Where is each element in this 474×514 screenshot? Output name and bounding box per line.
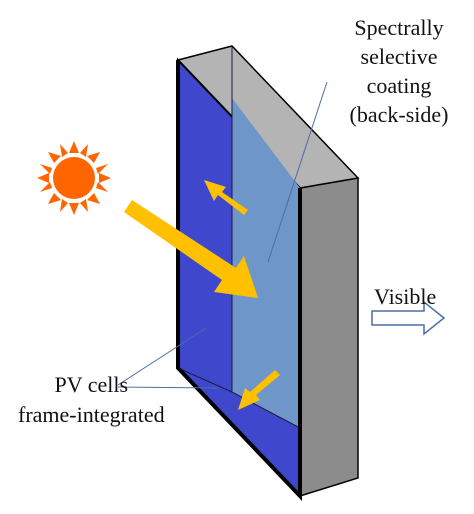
- reflected-arrow-upper: [204, 180, 248, 215]
- pv-leader-line-lower: [117, 386, 219, 389]
- coating-label-line-4: (back-side): [349, 102, 449, 127]
- window-side-panel: [299, 177, 359, 498]
- pv-label-line-2: frame-integrated: [18, 402, 165, 427]
- frame-outline: [176, 60, 302, 501]
- coating-label-line-2: selective: [360, 44, 438, 69]
- hollow-right-arrow-icon: [371, 300, 446, 336]
- pv-leader-line-upper: [117, 327, 207, 386]
- coating-label: Spectrally selective coating (back-side): [334, 13, 464, 129]
- bottom-frame-edge: [177, 367, 233, 393]
- visible-label: Visible: [374, 284, 437, 309]
- coating-label-line-1: Spectrally: [354, 15, 444, 40]
- glass-face: [232, 98, 300, 428]
- coating-leader-line: [267, 81, 328, 263]
- coating-label-line-3: coating: [366, 73, 432, 98]
- sunlight-arrow: [124, 200, 258, 298]
- pv-label-line-1: PV cells: [54, 372, 129, 397]
- pv-cells-label: PV cells frame-integrated: [18, 370, 165, 430]
- reflected-arrow-lower: [238, 370, 280, 410]
- sun-icon: [37, 141, 111, 215]
